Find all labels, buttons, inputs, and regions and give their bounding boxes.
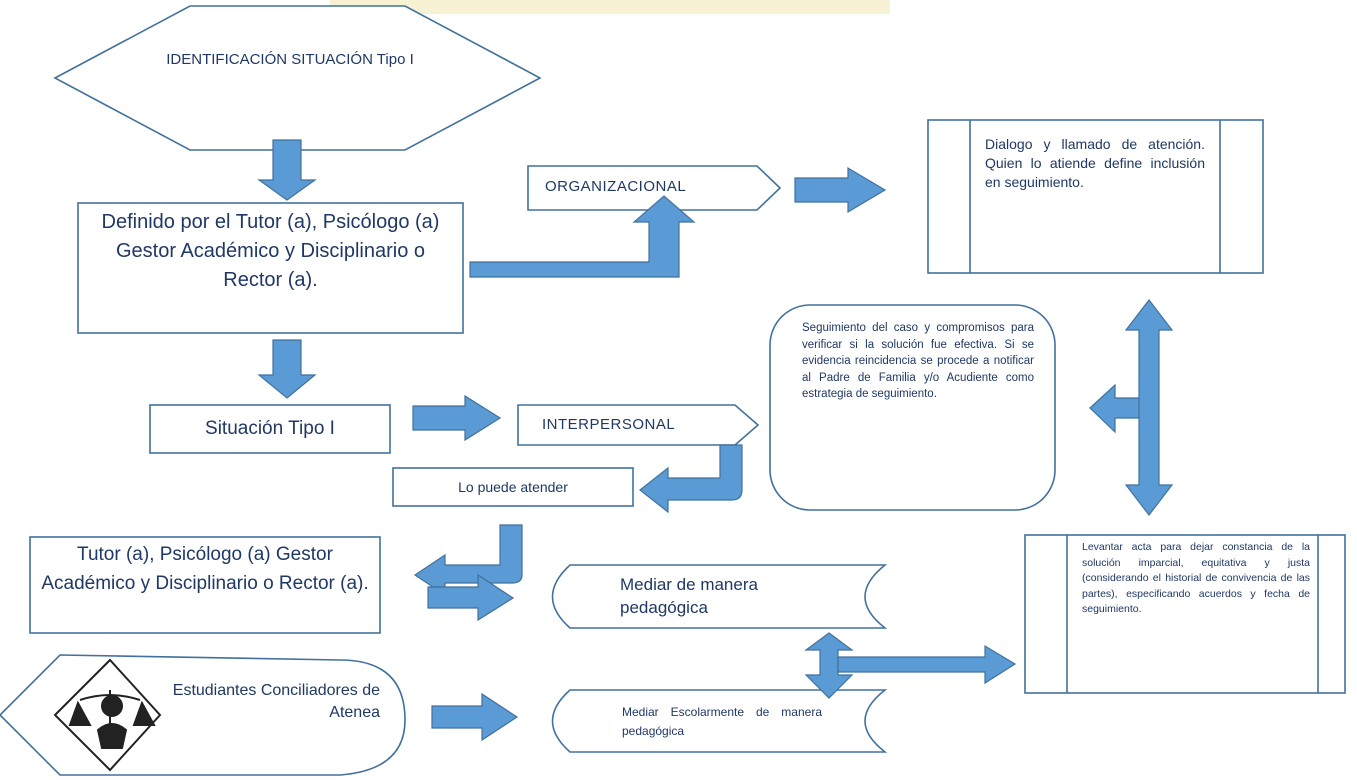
athena-justice-logo-icon <box>53 658 162 772</box>
dialogo-box <box>927 119 1264 274</box>
definido-label: Definido por el Tutor (a), Psicólogo (a)… <box>101 211 440 291</box>
mediar2-label: Mediar Escolarmente de manera pedagógica <box>622 705 822 738</box>
header-banner <box>330 0 890 14</box>
levantar-box <box>1024 534 1346 694</box>
arrow-vertical-mediar <box>804 632 854 699</box>
seguimiento-label: Seguimiento del caso y compromisos para … <box>802 322 1034 400</box>
seguimiento-box <box>769 304 1056 511</box>
puede-atender-box <box>392 467 634 507</box>
arrow-right-estudiantes <box>431 692 519 742</box>
arrow-double-vertical <box>1124 299 1174 516</box>
levantar-label: Levantar acta para dejar constancia de l… <box>1082 541 1310 615</box>
identificacion-diamond <box>53 5 542 151</box>
interpersonal-shape <box>517 404 760 446</box>
situacion-box <box>149 404 391 454</box>
arrow-right-levantar <box>837 644 1017 685</box>
interpersonal-label: INTERPERSONAL <box>542 416 676 433</box>
mediar1-shape <box>551 564 888 629</box>
definido-box <box>77 202 464 334</box>
arrow-elbow-up <box>469 195 696 278</box>
arrow-right-org <box>794 166 887 214</box>
arrow-down-2 <box>257 339 317 399</box>
dialogo-label: Dialogo y llamado de atención. Quien lo … <box>985 136 1205 190</box>
tutor-label: Tutor (a), Psicólogo (a) Gestor Académic… <box>41 544 369 594</box>
mediar1-label: Mediar de manera pedagógica <box>620 575 758 617</box>
puede-atender-label: Lo puede atender <box>458 479 568 495</box>
arrow-down-1 <box>257 139 317 201</box>
arrow-right-sit <box>412 394 502 442</box>
organizacional-label: ORGANIZACIONAL <box>545 178 687 195</box>
arrow-right-mediar <box>427 573 515 622</box>
mediar2-shape <box>551 689 888 753</box>
arrow-elbow-tutor <box>413 524 523 597</box>
estudiantes-label: Estudiantes Conciliadores de Atenea <box>172 682 380 721</box>
situacion-label: Situación Tipo I <box>205 418 335 439</box>
tutor-box <box>29 536 381 634</box>
organizacional-shape <box>527 165 782 211</box>
identificacion-label: IDENTIFICACIÓN SITUACIÓN Tipo I <box>166 51 414 68</box>
arrow-elbow-down-left <box>639 444 743 514</box>
